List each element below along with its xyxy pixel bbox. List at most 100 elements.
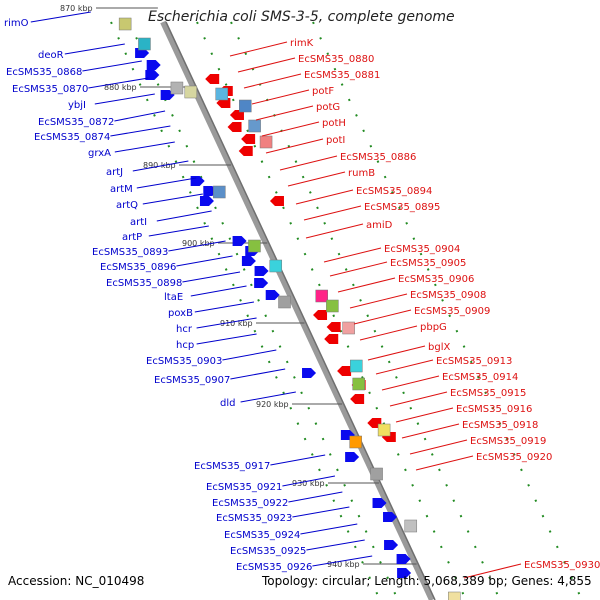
left-gene-label: EcSMS35_0872: [38, 117, 114, 128]
gene-feature-block: [239, 99, 252, 113]
label-leader-line: [395, 407, 454, 423]
label-leader-line: [375, 359, 434, 375]
left-gene-label: artP: [122, 232, 142, 243]
gene-feature-block: [213, 185, 226, 199]
left-gene-label: EcSMS35_0923: [216, 513, 292, 524]
map-title: Escherichia coli SMS-3-5, complete genom…: [148, 9, 455, 25]
left-gene-label: EcSMS35_0924: [224, 530, 300, 541]
label-leader-line: [381, 375, 440, 391]
gene-feature-block: [370, 467, 383, 481]
tick-label: 880 kbp: [104, 83, 137, 92]
right-gene-label: EcSMS35_0906: [398, 274, 474, 285]
right-gene-label: potH: [322, 118, 346, 129]
gene-feature-block: [350, 359, 363, 373]
gene-reverse-arrow: [326, 322, 341, 332]
right-gene-label: EcSMS35_0920: [476, 452, 552, 463]
right-gene-label: EcSMS35_0905: [390, 258, 466, 269]
gene-feature-block: [215, 87, 228, 101]
label-leader-line: [463, 563, 522, 579]
label-leader-line: [156, 210, 212, 222]
left-gene-label: ltaE: [164, 292, 183, 303]
right-gene-label: potF: [312, 86, 334, 97]
genome-backbone-shadow: [165, 21, 436, 600]
gene-reverse-arrow: [241, 134, 256, 144]
left-gene-label: hcr: [176, 324, 193, 335]
left-gene-label: EcSMS35_0896: [100, 262, 176, 273]
right-gene-label: EcSMS35_0916: [456, 404, 532, 415]
gene-feature-block: [278, 295, 291, 309]
left-gene-label: EcSMS35_0898: [106, 278, 182, 289]
label-leader-line: [300, 523, 358, 535]
gene-reverse-arrow: [313, 310, 328, 320]
label-leader-line: [367, 345, 426, 361]
label-leader-line: [401, 423, 460, 439]
label-leader-line: [196, 317, 257, 329]
label-leader-line: [255, 105, 314, 121]
right-gene-label: pbpG: [420, 322, 447, 333]
gene-reverse-arrow: [337, 366, 352, 376]
gene-feature-block: [448, 591, 461, 600]
gene-feature-block: [404, 519, 418, 533]
right-gene-label: amiD: [366, 220, 393, 231]
right-gene-label: EcSMS35_0918: [462, 420, 538, 431]
gene-reverse-arrow: [227, 122, 242, 132]
label-leader-line: [82, 60, 142, 72]
gene-forward-arrow: [265, 290, 280, 300]
label-leader-line: [409, 439, 468, 455]
gene-forward-arrow: [372, 498, 387, 508]
left-gene-label: rimO: [4, 18, 29, 29]
label-leader-line: [222, 349, 277, 361]
gene-feature-block: [377, 423, 391, 437]
label-leader-line: [142, 193, 203, 205]
gene-forward-arrow: [302, 368, 317, 378]
label-leader-line: [132, 160, 189, 172]
left-gene-label: ybjI: [68, 100, 86, 111]
label-leader-line: [265, 138, 324, 154]
label-leader-line: [415, 455, 474, 471]
right-gene-label: bglX: [428, 342, 450, 353]
gene-feature-block: [138, 37, 151, 51]
gene-feature-block: [259, 135, 273, 149]
gene-feature-block: [352, 377, 365, 391]
tick-label: 940 kbp: [327, 560, 360, 569]
left-gene-label: EcSMS35_0922: [212, 498, 288, 509]
gene-feature-block: [315, 289, 328, 303]
left-gene-label: EcSMS35_0874: [34, 132, 110, 143]
right-gene-label: EcSMS35_0915: [450, 388, 526, 399]
label-leader-line: [136, 177, 197, 189]
accession-text: Accession: NC_010498: [8, 574, 145, 588]
label-leader-line: [305, 223, 364, 239]
right-gene-label: potG: [316, 102, 340, 113]
right-gene-label: EcSMS35_0913: [436, 356, 512, 367]
label-leader-line: [237, 57, 296, 73]
left-gene-label: poxB: [168, 308, 193, 319]
right-gene-label: EcSMS35_0914: [442, 372, 518, 383]
gene-feature-block: [184, 85, 198, 99]
right-gene-label: EcSMS35_0880: [298, 54, 374, 65]
gene-forward-arrow: [397, 568, 412, 578]
left-gene-label: EcSMS35_0917: [194, 461, 270, 472]
left-gene-label: deoR: [38, 50, 64, 61]
label-leader-line: [229, 41, 288, 57]
left-gene-labels: rimOdeoREcSMS35_0868EcSMS35_0870ybjIEcSM…: [4, 11, 373, 573]
gene-forward-arrow: [146, 60, 161, 70]
label-leader-line: [349, 293, 408, 309]
gene-feature-block: [342, 321, 355, 335]
left-gene-label: EcSMS35_0868: [6, 67, 82, 78]
label-leader-line: [251, 89, 310, 105]
right-gene-label: EcSMS35_0895: [364, 202, 440, 213]
genome-backbone: [160, 20, 435, 600]
right-gene-label: rumB: [348, 168, 375, 179]
label-leader-line: [88, 77, 149, 89]
gene-reverse-arrow: [205, 74, 220, 84]
gene-forward-arrow: [254, 266, 269, 276]
left-gene-label: EcSMS35_0921: [206, 482, 282, 493]
gene-forward-arrow: [135, 48, 150, 58]
gene-forward-arrow: [232, 236, 247, 246]
left-gene-label: artI: [130, 217, 147, 228]
label-leader-line: [329, 261, 388, 277]
right-gene-label: EcSMS35_0908: [410, 290, 486, 301]
gene-reverse-arrow: [269, 196, 284, 206]
